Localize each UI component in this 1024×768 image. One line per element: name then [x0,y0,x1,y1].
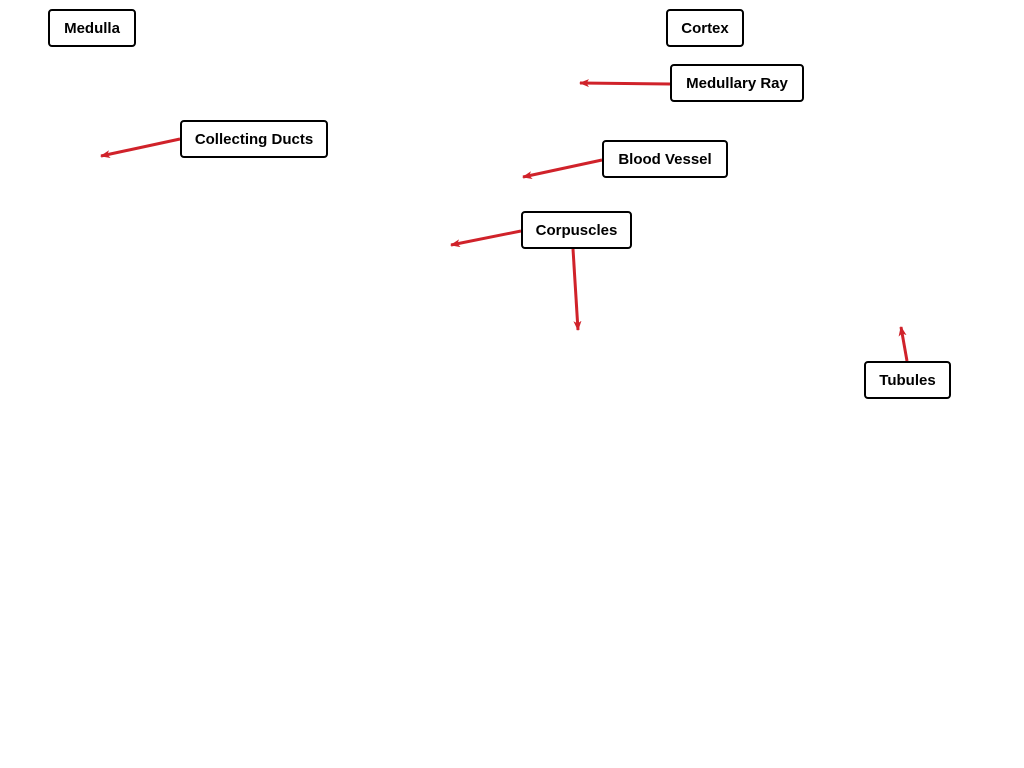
arrow-blood-vessel [522,158,603,180]
label-medulla: Medulla [48,9,136,47]
label-tubules: Tubules [864,361,951,399]
label-corpuscles: Corpuscles [521,211,632,249]
arrow-tubules [898,326,909,362]
label-blood-vessel: Blood Vessel [602,140,728,178]
arrow-corpuscles-down [571,248,582,331]
arrow-corpuscles-left [450,229,522,248]
label-medullary-ray: Medullary Ray [670,64,804,102]
label-cortex: Cortex [666,9,744,47]
arrow-collecting-ducts [100,137,181,159]
arrow-medullary-ray [579,79,671,88]
label-collecting-ducts: Collecting Ducts [180,120,328,158]
